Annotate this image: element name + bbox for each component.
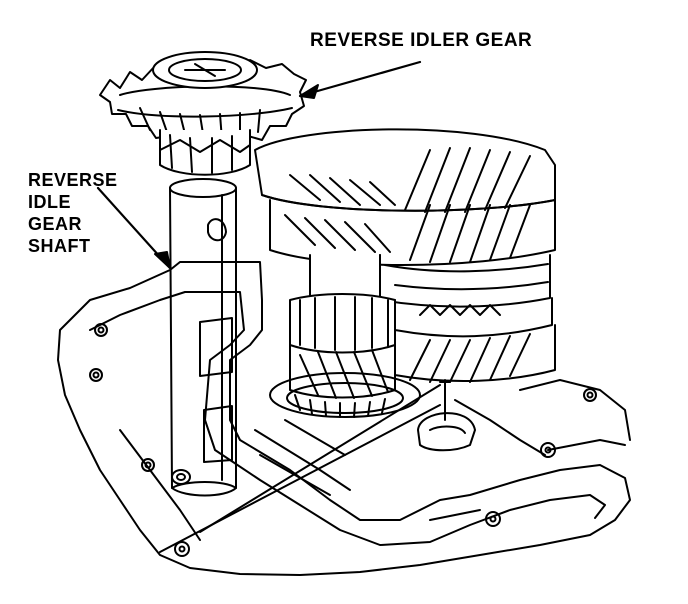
shaft-label-line-3: GEAR [28, 213, 83, 234]
reverse-idle-gear-shaft-label: REVERSE IDLE GEAR SHAFT [28, 170, 118, 258]
case-bolt-holes [89, 323, 597, 557]
transmission-case [57, 261, 631, 576]
shaft-label-line-2: IDLE [28, 191, 72, 212]
reverse-idler-gear-label: REVERSE IDLER GEAR [310, 30, 533, 51]
reverse-idle-gear-shaft-drawing [169, 178, 237, 497]
reverse-idler-gear-drawing [99, 51, 307, 176]
leader-arrows [96, 60, 422, 270]
case-magnet-pocket [417, 379, 476, 452]
shaft-label-line-4: SHAFT [28, 235, 91, 256]
mainshaft-gear-stack [254, 128, 556, 383]
shaft-label-line-1: REVERSE [28, 170, 118, 190]
countershaft-gears [269, 254, 421, 418]
